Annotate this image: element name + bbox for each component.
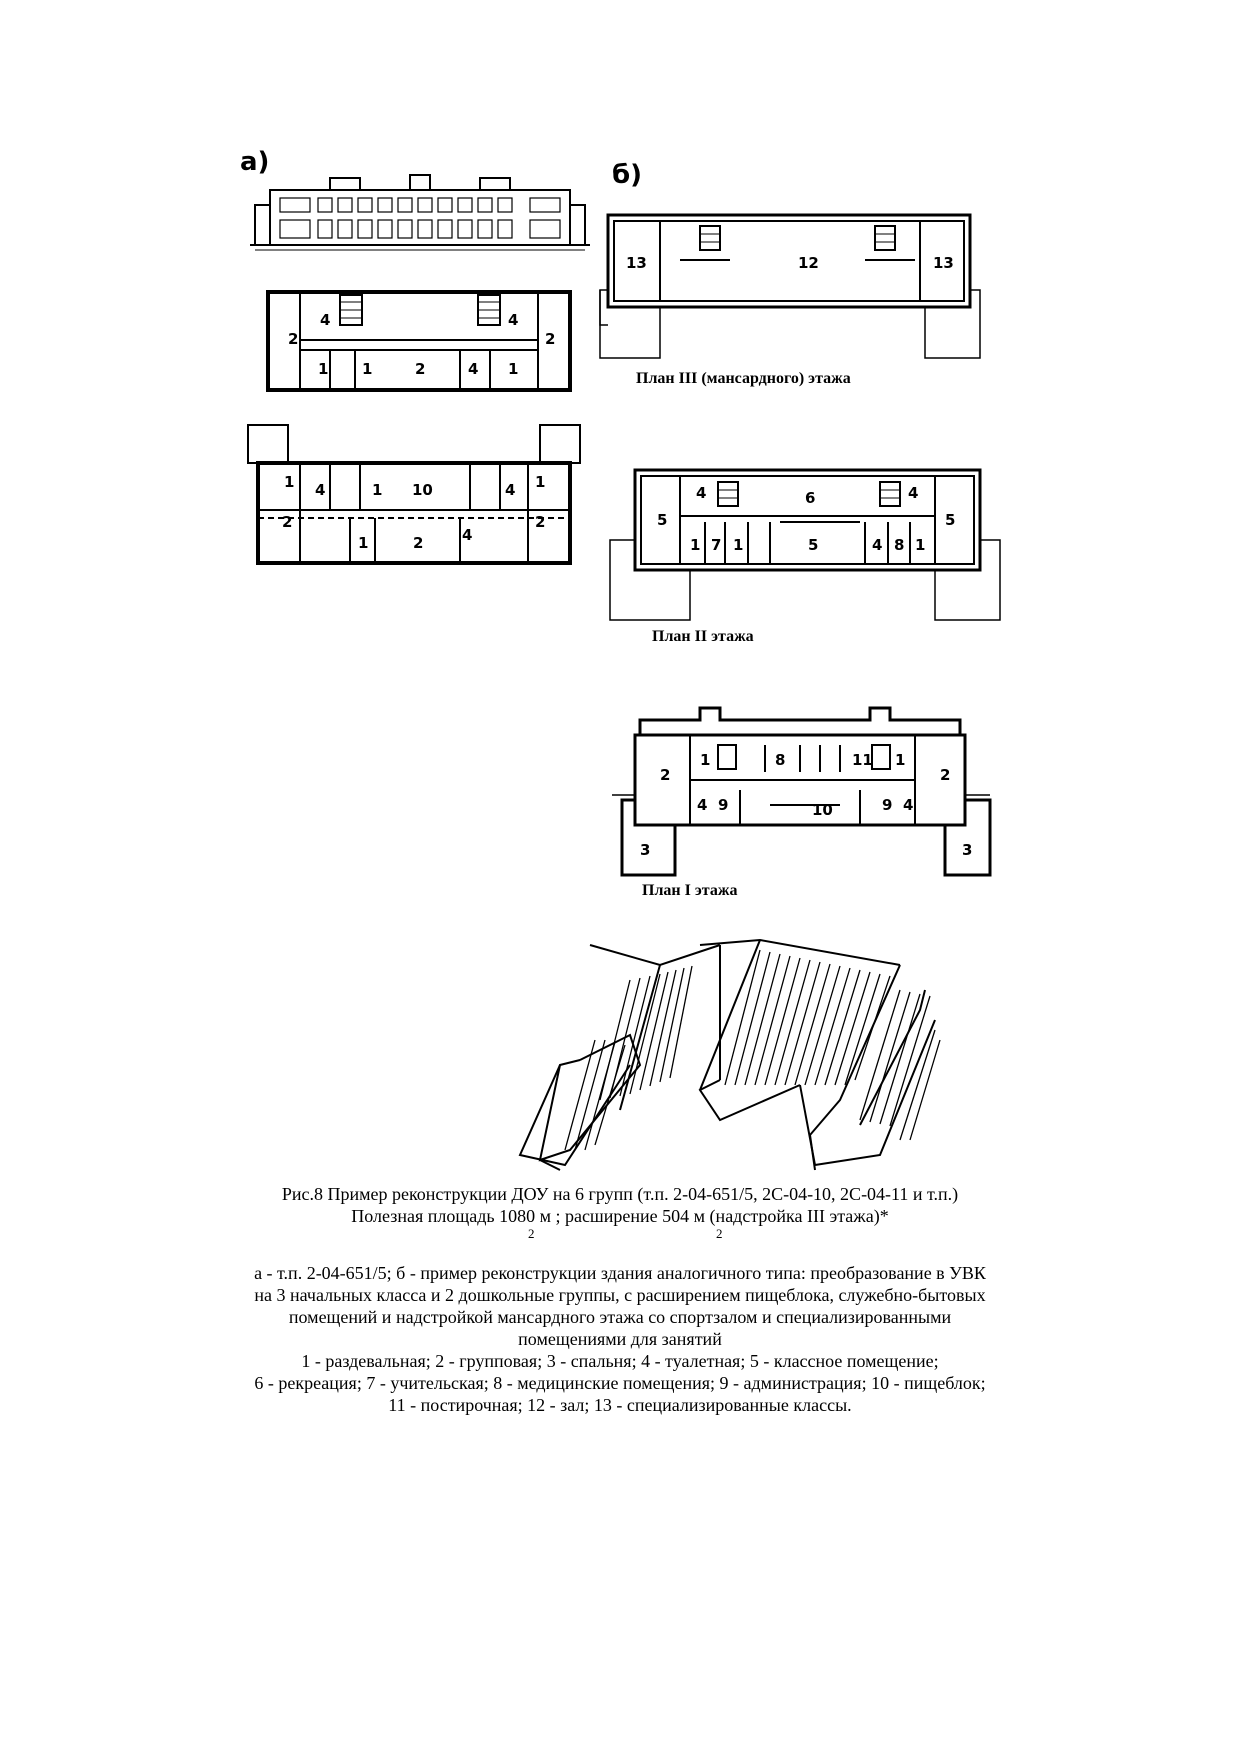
room-number: 11: [852, 751, 873, 769]
room-number: 4: [508, 311, 518, 329]
room-number: 4: [872, 536, 882, 554]
room-number: 2: [545, 330, 555, 348]
caption-description: помещений и надстройкой мансардного этаж…: [288, 1307, 952, 1327]
plan-title-second: План II этажа: [652, 628, 754, 645]
facade-elevation: [250, 174, 590, 251]
plan-b-third: [599, 213, 981, 359]
hatch-center: [724, 949, 891, 1086]
room-number: 3: [640, 841, 650, 859]
plan-a-upper: [266, 290, 572, 392]
legend-line: 1 - раздевальная; 2 - групповая; 3 - спа…: [301, 1351, 939, 1371]
plan-title-third: План III (мансардного) этажа: [636, 370, 851, 387]
figure-caption-title: Рис.8 Пример реконструкции ДОУ на 6 груп…: [281, 1184, 959, 1204]
room-number: 5: [808, 536, 818, 554]
room-number: 12: [798, 254, 819, 272]
plan-title-first: План I этажа: [642, 882, 738, 899]
figure-caption-area: Полезная площадь 1080 м ; расширение 504…: [351, 1206, 889, 1226]
room-number: 1: [372, 481, 382, 499]
room-number: 4: [903, 796, 913, 814]
figure: а) б): [240, 147, 1001, 1171]
room-number: 10: [812, 801, 833, 819]
room-number: 4: [462, 526, 472, 544]
room-number: 2: [288, 330, 298, 348]
room-number: 8: [775, 751, 785, 769]
room-number: 1: [690, 536, 700, 554]
room-number: 1: [318, 360, 328, 378]
room-number: 1: [284, 473, 294, 491]
caption-description: а - т.п. 2-04-651/5; б - пример реконстр…: [254, 1263, 986, 1283]
plan-b-first: [612, 706, 992, 877]
room-number: 4: [697, 796, 707, 814]
hatch-lower-left: [564, 1039, 626, 1151]
room-number: 1: [362, 360, 372, 378]
room-number: 1: [700, 751, 710, 769]
room-number: 6: [805, 489, 815, 507]
room-number: 2: [413, 534, 423, 552]
room-number: 9: [718, 796, 728, 814]
drawings: 2 4 4 2 1 1 2 4 1 1 4 1 10 4 1 2 1 2 4 2…: [247, 174, 1001, 1171]
superscript: 2: [528, 1226, 535, 1241]
plan-b-second: [609, 468, 1001, 621]
room-number: 1: [915, 536, 925, 554]
room-number: 2: [415, 360, 425, 378]
room-number: 1: [733, 536, 743, 554]
room-number: 4: [908, 484, 918, 502]
room-number: 5: [945, 511, 955, 529]
room-number: 4: [696, 484, 706, 502]
axonometric-sketch: [518, 938, 936, 1171]
label-a: а): [240, 147, 270, 177]
room-number: 2: [940, 766, 950, 784]
room-number: 9: [882, 796, 892, 814]
hatch-left: [599, 965, 693, 1101]
hatching: [564, 949, 941, 1151]
legend-line: 6 - рекреация; 7 - учительская; 8 - меди…: [254, 1373, 986, 1393]
room-number: 4: [505, 481, 515, 499]
room-number: 4: [320, 311, 330, 329]
hatch-right: [859, 989, 941, 1141]
legend-line: 11 - постирочная; 12 - зал; 13 - специал…: [388, 1395, 852, 1415]
room-number: 7: [711, 536, 721, 554]
room-number: 2: [282, 513, 292, 531]
plan-a-lower: [247, 424, 581, 565]
room-number: 2: [660, 766, 670, 784]
room-number: 4: [468, 360, 478, 378]
room-number: 8: [894, 536, 904, 554]
label-b: б): [612, 160, 643, 190]
room-number: 4: [315, 481, 325, 499]
room-number: 1: [358, 534, 368, 552]
room-number: 3: [962, 841, 972, 859]
room-number: 13: [626, 254, 647, 272]
room-number: 5: [657, 511, 667, 529]
superscript: 2: [716, 1226, 723, 1241]
room-number: 1: [508, 360, 518, 378]
caption-description: на 3 начальных класса и 2 дошкольные гру…: [254, 1285, 986, 1305]
room-number: 2: [535, 513, 545, 531]
room-numbers: 2 4 4 2 1 1 2 4 1 1 4 1 10 4 1 2 1 2 4 2…: [282, 254, 972, 859]
room-number: 1: [895, 751, 905, 769]
room-number: 1: [535, 473, 545, 491]
caption-description: помещениями для занятий: [518, 1329, 722, 1349]
room-number: 10: [412, 481, 433, 499]
room-number: 13: [933, 254, 954, 272]
